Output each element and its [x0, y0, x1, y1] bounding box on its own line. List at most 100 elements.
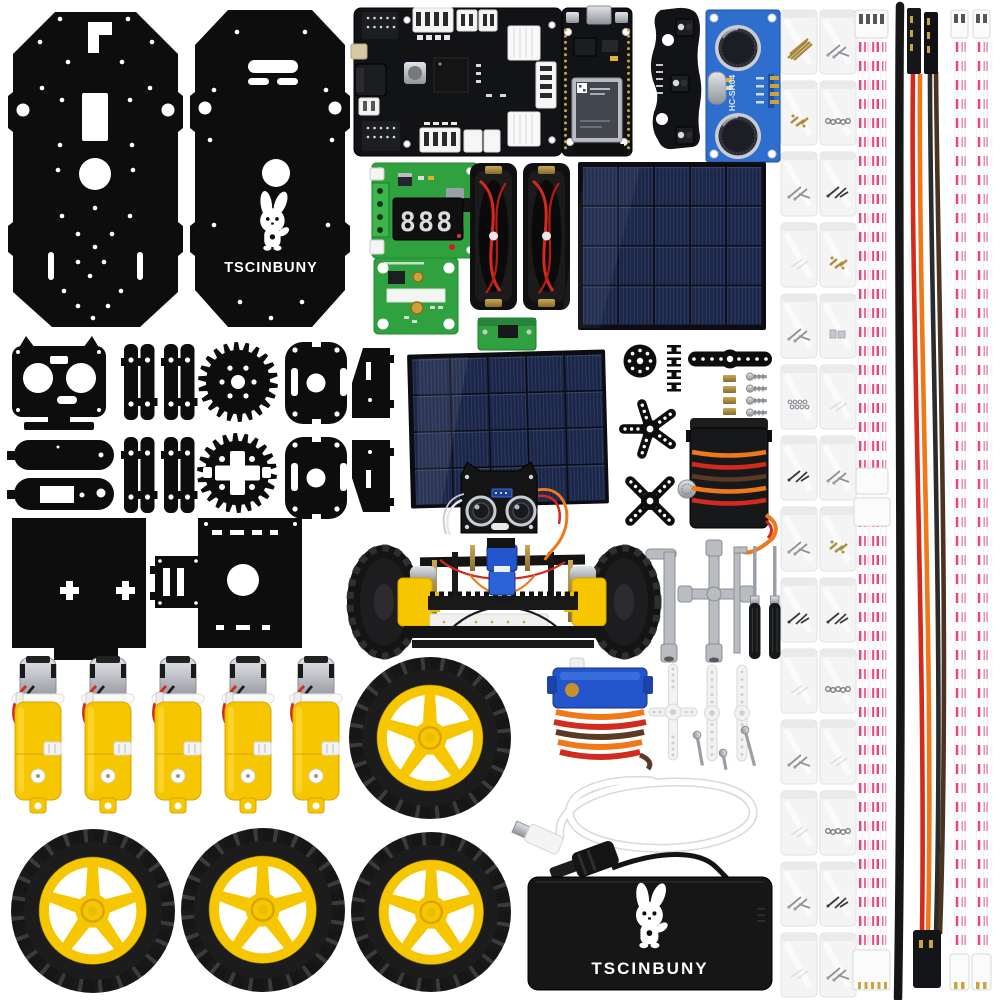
hardware-bag	[820, 152, 856, 216]
hardware-bag	[820, 933, 856, 997]
battery-holder-18650	[468, 161, 519, 312]
esp32-shield-module	[571, 77, 623, 143]
tt-gear-motor	[220, 654, 276, 815]
black-cable	[893, 1, 905, 1000]
white-servo-horn-arm	[734, 664, 750, 762]
plate-holes	[37, 16, 155, 321]
micro-usb-connector	[511, 820, 564, 855]
acrylic-plate-tabbed	[12, 518, 146, 660]
hardware-bag	[781, 152, 817, 216]
acrylic-gear	[198, 342, 278, 422]
acrylic-gear-cross	[197, 433, 277, 513]
car-robot-head	[442, 461, 569, 571]
tt-gear-motor	[150, 654, 206, 815]
servo-horn-double-arm	[688, 349, 772, 369]
micro-usb-port	[586, 5, 612, 25]
battery-holder-18650	[521, 161, 572, 312]
chassis-plate-top-logo: TSCINBUNY	[190, 10, 350, 327]
tt-gear-motor	[10, 654, 66, 815]
hardware-bag	[781, 294, 817, 358]
servo-horn	[619, 399, 676, 459]
ultrasonic-model-text: HC-SR04	[727, 75, 737, 112]
ir-sensor	[670, 74, 690, 93]
silver-screw	[692, 730, 704, 766]
cross-socket-wrench	[677, 539, 755, 663]
wheel-yellow-hub	[351, 832, 511, 992]
hardware-bag	[781, 933, 817, 997]
hardware-bag	[781, 791, 817, 855]
hardware-bag	[781, 862, 817, 926]
display-digits: 888	[400, 207, 455, 238]
motor-mount-plate	[285, 437, 347, 519]
dc-barrel-plug	[549, 841, 619, 880]
esp32-board	[561, 5, 633, 157]
ir-sensor	[675, 126, 695, 145]
power-switch	[350, 43, 368, 60]
chassis-plate-bottom	[8, 12, 183, 327]
light-sensor-module-edge	[477, 317, 537, 351]
battery-box: TSCINBUNY	[527, 841, 773, 991]
voltage-meter-module: 888	[369, 162, 482, 259]
hardware-bag	[820, 507, 856, 571]
car-solar-panel	[407, 349, 609, 509]
light-sensor-pcb	[373, 257, 459, 335]
hardware-bags	[781, 10, 856, 997]
hardware-bag	[820, 365, 856, 429]
assembled-robot-car	[346, 349, 662, 660]
jst4-cable	[852, 9, 891, 991]
standard-servo	[677, 418, 778, 555]
wheel-yellow-hub	[181, 828, 345, 992]
silver-screws	[745, 372, 767, 417]
screwdriver	[749, 546, 761, 659]
black-servo-horns-set	[619, 344, 772, 526]
hardware-bag	[820, 10, 856, 74]
hardware-bag	[820, 578, 856, 642]
dupont-connector	[907, 8, 921, 74]
hardware-bag	[820, 436, 856, 500]
screwdriver	[769, 546, 781, 659]
ultrasonic-transducer	[715, 113, 761, 159]
tools-set	[645, 539, 781, 663]
jst2-cable	[949, 9, 970, 991]
ultrasonic-sensor-hcsr04: HC-SR04	[705, 9, 781, 163]
acrylic-bracket-small	[150, 556, 201, 608]
tt-gear-motor	[288, 654, 344, 815]
hardware-bag	[781, 223, 817, 287]
hardware-bag	[820, 649, 856, 713]
crystal-oscillator	[707, 71, 727, 105]
hardware-bag	[781, 507, 817, 571]
tt-motor-row	[10, 654, 344, 815]
hardware-bag	[820, 862, 856, 926]
jst2-cable	[971, 9, 992, 991]
hardware-bag	[820, 223, 856, 287]
hardware-bag	[820, 294, 856, 358]
white-servo-horn-arm	[704, 664, 720, 762]
hardware-bag	[820, 81, 856, 145]
wheel-yellow-hub	[349, 657, 511, 819]
tt-gear-motor	[80, 654, 136, 815]
white-servo-horns-set	[648, 663, 757, 771]
chassis-logo-text: TSCINBUNY	[224, 260, 318, 276]
silver-screw	[718, 748, 728, 771]
solar-panel-large	[560, 162, 766, 330]
silver-screw	[740, 725, 757, 767]
brass-standoffs	[723, 375, 736, 415]
acrylic-parts-set	[7, 336, 394, 660]
driver-heatsink	[507, 25, 541, 61]
acrylic-plate-round-hole	[198, 518, 302, 648]
motor-mount-plate	[285, 342, 347, 424]
wheel-yellow-hub	[11, 829, 175, 993]
hardware-bag	[820, 720, 856, 784]
servo-horn-disc	[623, 344, 657, 378]
hardware-bag	[781, 10, 817, 74]
angled-bracket	[352, 440, 394, 512]
servo-horn	[625, 476, 675, 526]
head-eye-transducer	[465, 495, 497, 527]
dupont-connector	[913, 930, 941, 988]
line-tracking-sensor	[650, 7, 702, 150]
hex-key	[733, 546, 748, 654]
driver-heatsink	[507, 111, 541, 147]
head-eye-transducer	[505, 495, 537, 527]
ir-sensor	[675, 18, 695, 37]
